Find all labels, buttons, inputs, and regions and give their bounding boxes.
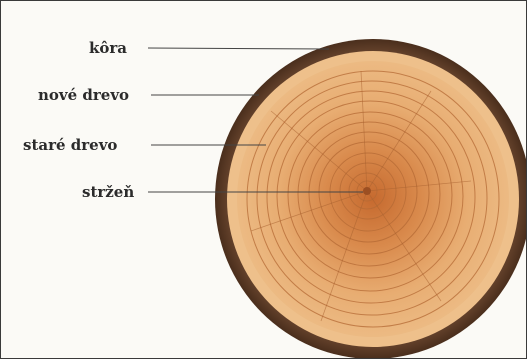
label-new-wood: nové drevo bbox=[38, 86, 129, 104]
leader-line-bark bbox=[148, 48, 329, 49]
label-bark: kôra bbox=[89, 39, 127, 57]
pith bbox=[363, 187, 371, 195]
label-pith: stržeň bbox=[82, 183, 134, 201]
label-old-wood: staré drevo bbox=[23, 136, 117, 154]
